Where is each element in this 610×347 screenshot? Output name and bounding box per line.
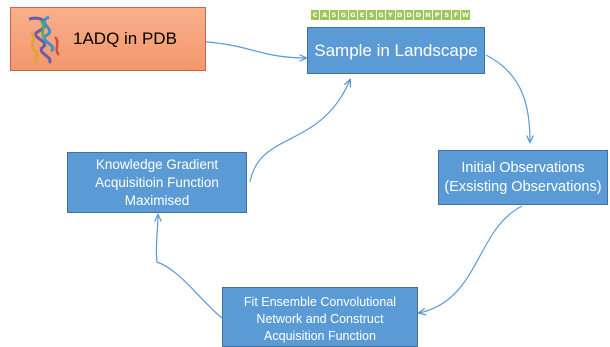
sequence-residue: N: [423, 10, 433, 20]
kg-label-line2: Acquisitioin Function: [95, 174, 219, 190]
initial-label-line2: (Exsisting Observations): [444, 178, 602, 195]
pdb-source-box: 1ADQ in PDB: [10, 7, 206, 71]
sequence-residue: G: [376, 10, 386, 20]
sequence-residue: C: [311, 10, 320, 20]
sequence-residue: S: [367, 10, 376, 20]
sequence-residue: D: [395, 10, 404, 20]
kg-label-line3: Maximised: [124, 192, 190, 208]
arrow-pdb-to-sample: [205, 41, 306, 58]
arrow-kg-to-sample: [249, 80, 350, 183]
initial-label-line1: Initial Observations: [461, 159, 585, 176]
sequence-residue: D: [404, 10, 414, 20]
fit-label-line2: Network and Construct: [256, 312, 384, 326]
sequence-residue: Y: [386, 10, 395, 20]
sequence-residue: G: [348, 10, 357, 20]
fit-label-line3: Acquisition Function: [264, 329, 376, 343]
sequence-residue: S: [329, 10, 339, 20]
fit-label-line1: Fit Ensemble Convolutional: [243, 295, 397, 309]
arrow-fit-to-kg: [156, 215, 223, 319]
arrow-initial-to-fit: [419, 205, 523, 313]
kg-label-line1: Knowledge Gradient: [95, 156, 219, 172]
sequence-residue: W: [461, 10, 470, 20]
sequence-residue: G: [339, 10, 348, 20]
sequence-residue: F: [451, 10, 461, 20]
sample-in-landscape-node: Sample in Landscape: [307, 27, 485, 74]
sequence-residue: E: [357, 10, 367, 20]
sequence-residue: A: [320, 10, 329, 20]
initial-observations-node: Initial Observations (Exsisting Observat…: [438, 150, 608, 205]
pdb-label: 1ADQ in PDB: [73, 29, 177, 48]
sequence-residue: D: [414, 10, 423, 20]
knowledge-gradient-node: Knowledge Gradient Acquisitioin Function…: [67, 152, 247, 213]
fit-ensemble-node: Fit Ensemble Convolutional Network and C…: [222, 287, 418, 347]
arrow-sample-to-initial: [485, 54, 530, 142]
sequence-residue: S: [442, 10, 451, 20]
sequence-residue: P: [433, 10, 442, 20]
protein-structure-icon: [28, 15, 60, 65]
sample-label: Sample in Landscape: [314, 40, 478, 60]
